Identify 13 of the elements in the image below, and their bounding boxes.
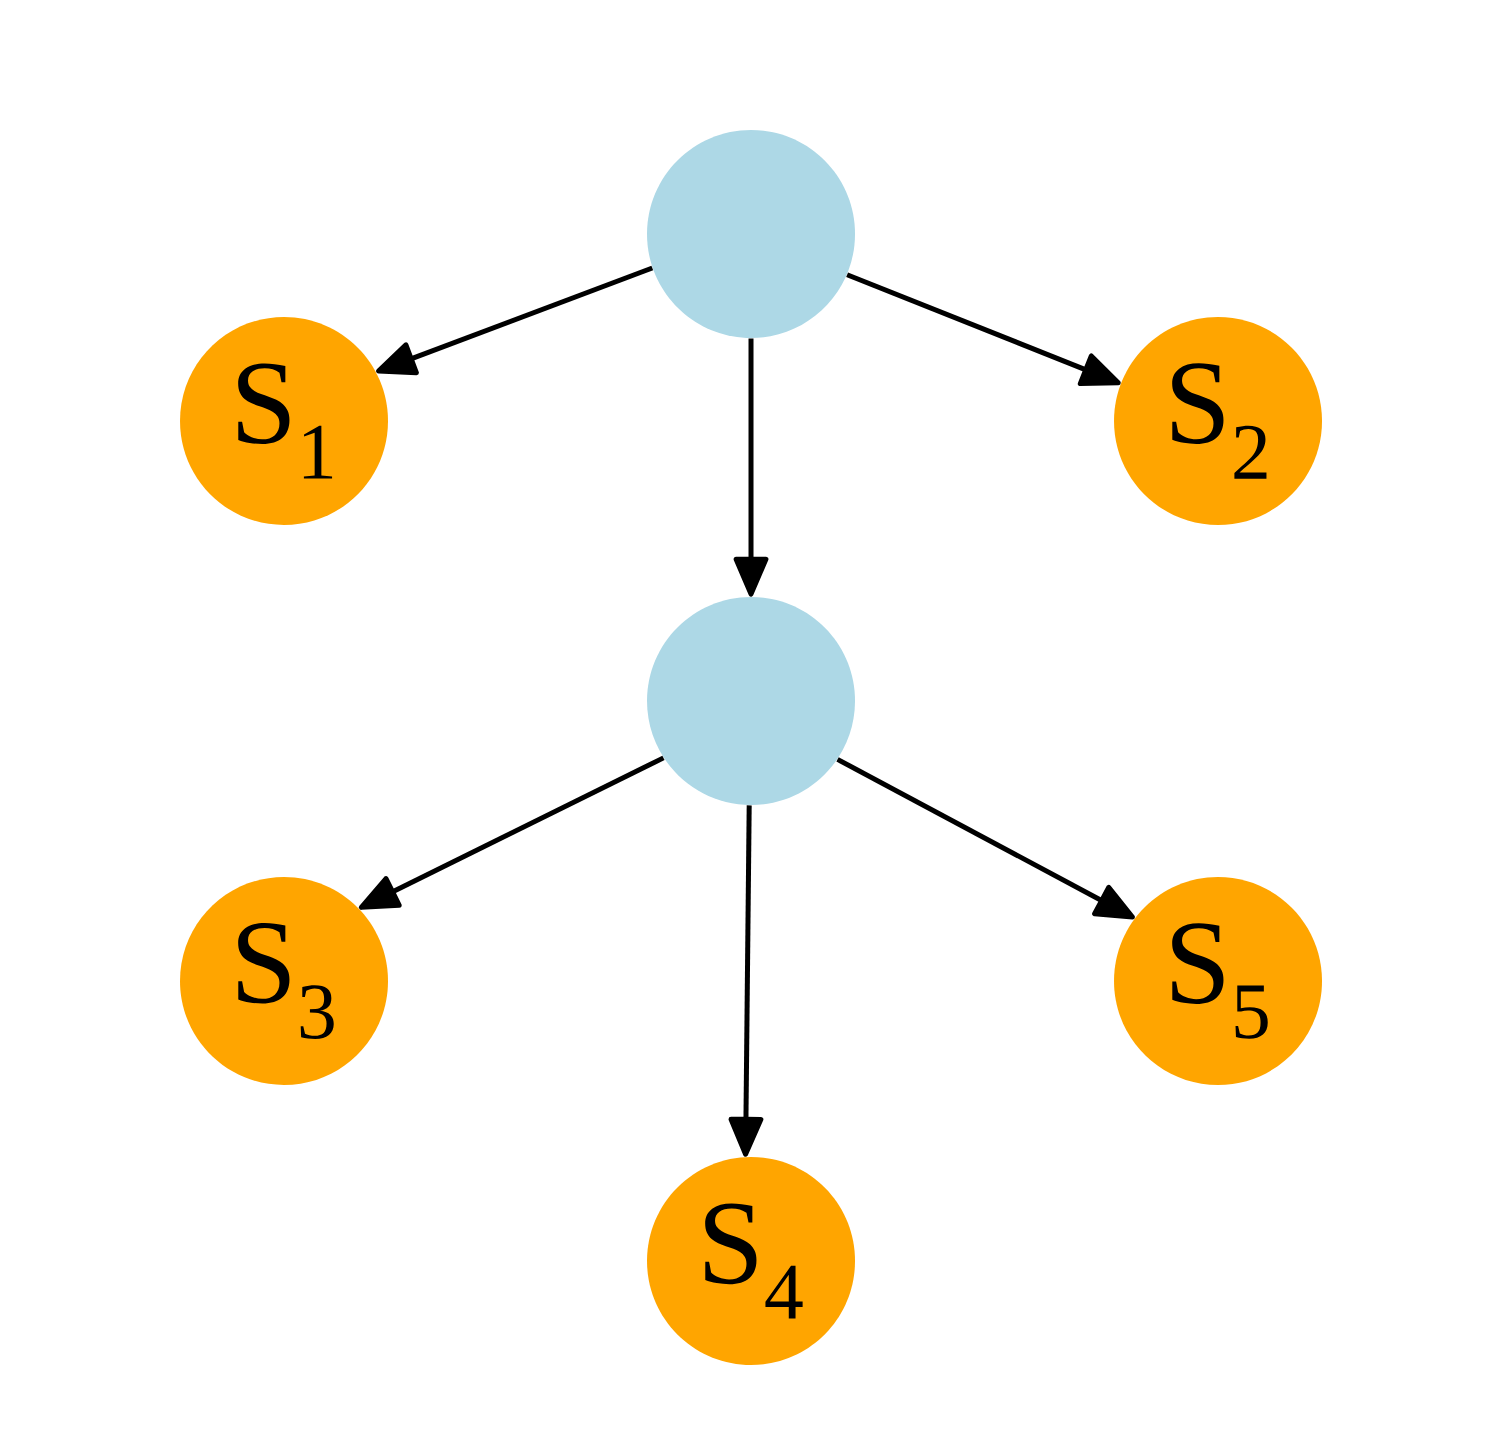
circle-node: S$_{3}$ (180, 877, 388, 1085)
arrow (376, 265, 654, 376)
arrow (846, 272, 1121, 387)
circle-node: S$_{2}$ (1114, 317, 1322, 525)
circle-node: S$_{5}$ (1114, 877, 1322, 1085)
arrow (733, 338, 769, 597)
circle-node (647, 597, 855, 805)
circle-node: S$_{1}$ (180, 317, 388, 525)
arrow (728, 805, 764, 1157)
circle-node (647, 130, 855, 338)
arrow (358, 755, 665, 910)
arrow (836, 757, 1135, 920)
circle-node: S$_{4}$ (647, 1157, 855, 1365)
